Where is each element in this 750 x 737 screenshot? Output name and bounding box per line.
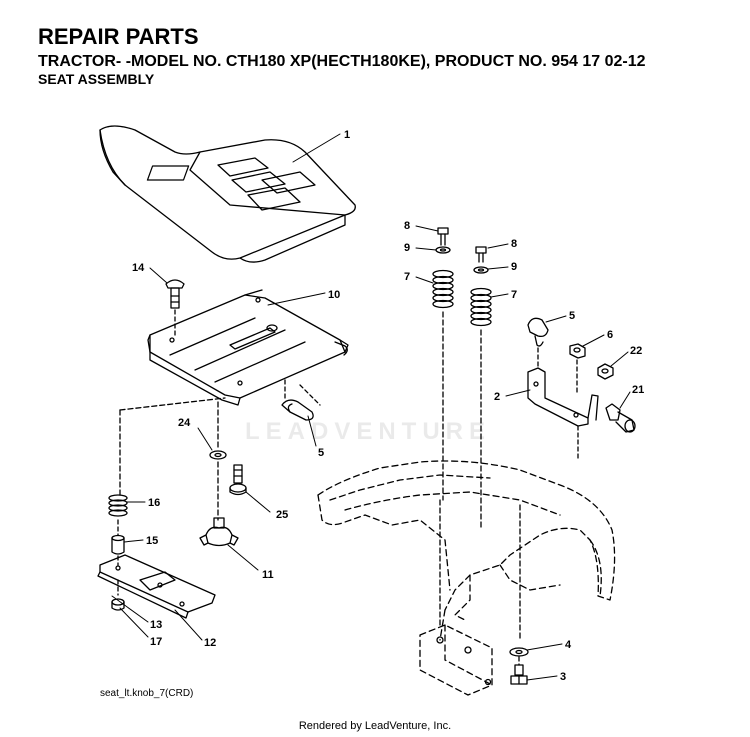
callout-11: 11	[262, 569, 274, 581]
callout-15: 15	[146, 535, 158, 547]
bolt-part-3	[510, 664, 528, 685]
callout-7-right: 7	[511, 289, 517, 301]
lower-mount-plate	[419, 624, 493, 696]
page-title: REPAIR PARTS	[38, 24, 199, 49]
washer-part-9-left	[435, 246, 451, 254]
nut-part-6	[569, 343, 586, 396]
callout-1: 1	[344, 129, 350, 141]
callout-5-lower: 5	[318, 447, 324, 459]
bushing-part-15	[111, 534, 125, 566]
callout-2: 2	[494, 391, 500, 403]
washer-part-4	[509, 647, 529, 666]
callout-14: 14	[132, 262, 145, 274]
callout-22: 22	[630, 345, 642, 357]
callout-3: 3	[560, 671, 566, 683]
seat-part	[99, 125, 356, 263]
shoulder-screw-part	[605, 403, 636, 433]
callout-13: 13	[150, 619, 162, 631]
clip-part-upper	[527, 317, 549, 369]
callout-5-upper: 5	[569, 310, 575, 322]
callout-6: 6	[607, 329, 613, 341]
bracket-part	[527, 367, 599, 461]
callout-8-right: 8	[511, 238, 517, 250]
bolt-part-8-left	[437, 227, 449, 246]
section-title: SEAT ASSEMBLY	[38, 71, 155, 87]
watermark-text: LEADVENTURE	[245, 418, 492, 445]
bolt-part-8-right	[475, 246, 487, 263]
callout-12: 12	[204, 637, 216, 649]
model-subtitle: TRACTOR- -MODEL NO. CTH180 XP(HECTH180KE…	[38, 53, 646, 70]
carriage-bolt-part	[165, 279, 185, 337]
nut-part-17	[111, 598, 125, 611]
slide-plate-part	[97, 554, 216, 619]
callout-8-left: 8	[404, 220, 410, 232]
shoulder-bolt-part	[229, 464, 247, 496]
callout-9-left: 9	[404, 242, 410, 254]
spring-part-7-right	[470, 287, 492, 531]
watermark-logo: LEADVENTURE	[245, 418, 491, 446]
seat-spring-part-16	[108, 494, 128, 536]
callout-21: 21	[632, 384, 644, 396]
callout-9-right: 9	[511, 261, 517, 273]
callout-labels: 1 10 14 5 24 25 11 16 15 13 17 12 8 8 9 …	[132, 129, 644, 683]
lock-nut-part-22	[597, 363, 614, 380]
callout-25: 25	[276, 509, 288, 521]
callout-10: 10	[328, 289, 340, 301]
clip-part-lower	[281, 399, 314, 421]
washer-part-24	[209, 450, 227, 460]
callout-7-left: 7	[404, 271, 410, 283]
callout-4: 4	[565, 639, 572, 651]
tractor-chassis-part	[317, 460, 616, 641]
seat-pan-part	[147, 289, 349, 406]
callout-24: 24	[178, 417, 191, 429]
figure-reference: seat_lt.knob_7(CRD)	[100, 688, 194, 699]
washer-part-9-right	[473, 266, 489, 274]
callout-17: 17	[150, 636, 162, 648]
spring-part-7-left	[432, 269, 454, 501]
footer-credit: Rendered by LeadVenture, Inc.	[298, 720, 452, 732]
leader-lines	[111, 133, 631, 681]
seat-knob-part	[199, 517, 239, 547]
callout-16: 16	[148, 497, 160, 509]
